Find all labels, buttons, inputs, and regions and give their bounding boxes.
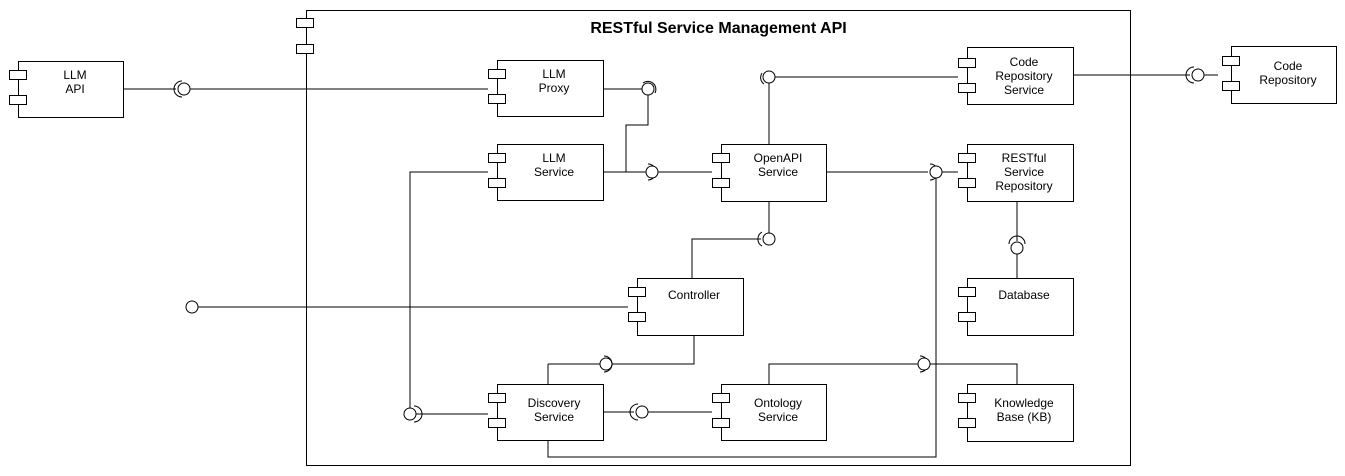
component-ontology-service	[721, 384, 827, 441]
component-port	[712, 178, 730, 188]
connector-ontology-up	[768, 363, 918, 384]
component-port	[488, 69, 506, 79]
component-knowledge-base	[967, 384, 1074, 442]
component-llm-service	[497, 144, 604, 201]
component-database	[967, 278, 1074, 336]
component-port	[488, 94, 506, 104]
external-port	[185, 300, 199, 314]
component-controller	[637, 278, 744, 336]
socket-ontology	[629, 403, 639, 421]
component-port	[958, 393, 976, 403]
component-port	[488, 393, 506, 403]
component-label-discovery-service: Discovery Service	[527, 396, 581, 424]
component-label-code-repository-service: Code Repository Service	[995, 55, 1053, 97]
component-port	[9, 95, 27, 105]
connector-kb-in	[930, 363, 1018, 384]
component-port	[958, 153, 976, 163]
component-code-repository	[1231, 46, 1337, 104]
connector-discovery-restrepo	[547, 178, 937, 458]
connector-proxy-service	[625, 95, 649, 172]
component-port	[958, 287, 976, 297]
connector-llmservice-discovery	[409, 171, 488, 408]
component-llm-proxy	[497, 60, 604, 117]
component-label-llm-service: LLM Service	[533, 151, 574, 179]
component-port	[488, 153, 506, 163]
component-code-repository-service	[967, 47, 1074, 105]
lollipop-llmapi	[177, 82, 191, 96]
component-port	[958, 418, 976, 428]
component-discovery-service	[497, 384, 604, 441]
component-port	[958, 58, 976, 68]
socket-coderepo	[1185, 66, 1195, 84]
component-label-ontology-service: Ontology Service	[753, 396, 803, 424]
component-label-openapi-service: OpenAPI Service	[753, 151, 803, 179]
connector-controller-up	[691, 238, 761, 278]
component-label-llm-proxy: LLM Proxy	[538, 67, 570, 95]
component-port	[712, 153, 730, 163]
diagram-title: RESTful Service Management API	[590, 20, 847, 37]
component-label-code-repository: Code Repository	[1259, 59, 1317, 87]
lollipop-openapi-bottom	[762, 232, 776, 246]
component-label-knowledge-base: Knowledge Base (KB)	[994, 396, 1054, 424]
connector-controller-down	[612, 336, 695, 365]
component-port	[712, 393, 730, 403]
socket-discovery-top	[603, 355, 613, 373]
component-port	[712, 418, 730, 428]
system-boundary	[306, 10, 1131, 466]
component-restful-service-repository	[967, 144, 1074, 202]
component-port	[1222, 56, 1240, 66]
component-port	[628, 312, 646, 322]
component-port	[958, 83, 976, 93]
socket-restrepo-db	[1008, 235, 1026, 245]
component-label-llm-api: LLM API	[63, 68, 87, 96]
component-llm-api	[18, 61, 124, 118]
component-port	[628, 287, 646, 297]
component-label-restful-service-repository: RESTful Service Repository	[995, 151, 1053, 193]
component-label-controller: Controller	[667, 288, 721, 302]
system-boundary-port-1	[296, 18, 314, 28]
component-label-database: Database	[998, 288, 1050, 302]
component-port	[488, 418, 506, 428]
lollipop-coderepo	[1191, 68, 1205, 82]
component-port	[1222, 81, 1240, 91]
component-openapi-service	[721, 144, 827, 202]
component-port	[958, 312, 976, 322]
component-port	[958, 178, 976, 188]
socket-openapi-top	[760, 72, 765, 85]
component-port	[9, 70, 27, 80]
socket-llmapi	[173, 80, 183, 98]
component-port	[488, 178, 506, 188]
socket-proxy	[642, 80, 657, 94]
system-boundary-port-2	[296, 44, 314, 54]
